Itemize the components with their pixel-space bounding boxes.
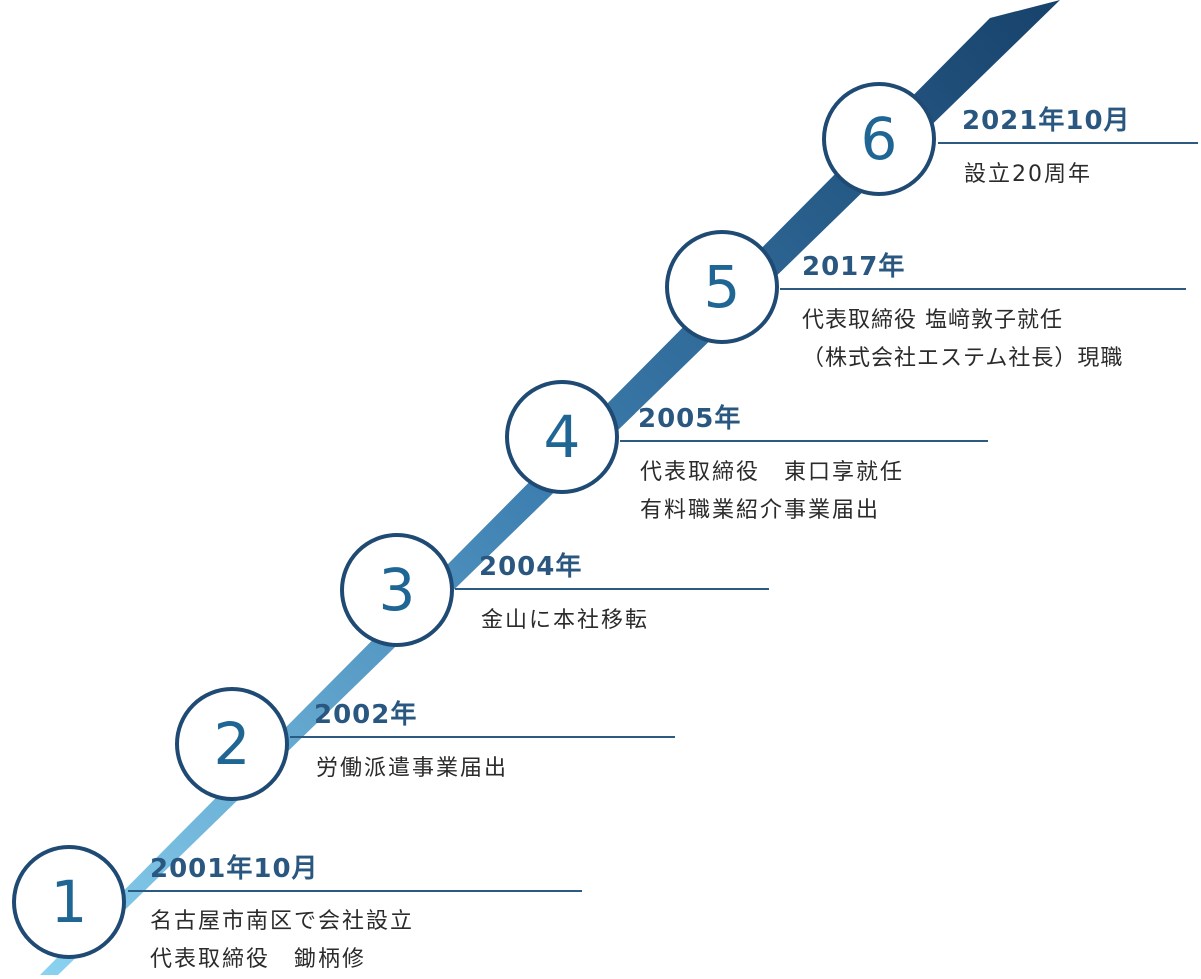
milestone-6-line-1: 設立20周年 bbox=[964, 162, 1092, 187]
milestone-4-number: 4 bbox=[543, 403, 581, 471]
milestone-6-rule bbox=[938, 142, 1198, 144]
milestone-3-rule bbox=[455, 588, 769, 590]
milestone-6-description: 設立20周年 bbox=[964, 156, 1092, 194]
milestone-4-date: 2005年 bbox=[638, 404, 742, 434]
milestone-1-line-1: 名古屋市南区で会社設立 bbox=[150, 909, 415, 934]
milestone-3-circle: 3 bbox=[340, 533, 454, 647]
milestone-6-circle: 6 bbox=[822, 82, 936, 196]
milestone-5-number: 5 bbox=[703, 253, 741, 321]
milestone-1-rule bbox=[128, 890, 582, 892]
milestone-1-description: 名古屋市南区で会社設立 代表取締役 鋤柄修 bbox=[150, 903, 414, 979]
milestone-1-date: 2001年10月 bbox=[150, 854, 319, 884]
milestone-5-date: 2017年 bbox=[802, 252, 906, 282]
milestone-5-line-1: 代表取締役 塩﨑敦子就任 bbox=[802, 308, 1063, 333]
milestone-5-rule bbox=[780, 288, 1186, 290]
milestone-2-number: 2 bbox=[213, 710, 251, 778]
milestone-1-number: 1 bbox=[50, 868, 88, 936]
milestone-5-line-2: （株式会社エステム社長）現職 bbox=[802, 346, 1124, 371]
milestone-2-description: 労働派遣事業届出 bbox=[316, 750, 508, 788]
milestone-3-description: 金山に本社移転 bbox=[481, 602, 649, 640]
milestone-6-date: 2021年10月 bbox=[962, 106, 1131, 136]
milestone-3-date: 2004年 bbox=[479, 552, 583, 582]
milestone-6-number: 6 bbox=[860, 105, 898, 173]
milestone-2-rule bbox=[290, 736, 675, 738]
milestone-4-description: 代表取締役 東口享就任 有料職業紹介事業届出 bbox=[640, 454, 904, 530]
milestone-1-circle: 1 bbox=[12, 845, 126, 959]
milestone-1-line-2: 代表取締役 鋤柄修 bbox=[150, 947, 367, 972]
milestone-2-date: 2002年 bbox=[314, 700, 418, 730]
milestone-5-description: 代表取締役 塩﨑敦子就任 （株式会社エステム社長）現職 bbox=[802, 302, 1123, 378]
milestone-2-circle: 2 bbox=[175, 687, 289, 801]
milestone-3-number: 3 bbox=[378, 556, 416, 624]
milestone-3-line-1: 金山に本社移転 bbox=[481, 608, 650, 633]
milestone-4-circle: 4 bbox=[505, 380, 619, 494]
milestone-4-rule bbox=[620, 440, 988, 442]
milestone-5-circle: 5 bbox=[665, 230, 779, 344]
milestone-2-line-1: 労働派遣事業届出 bbox=[316, 756, 509, 781]
milestone-4-line-1: 代表取締役 東口享就任 bbox=[640, 460, 905, 485]
milestone-4-line-2: 有料職業紹介事業届出 bbox=[640, 498, 881, 523]
